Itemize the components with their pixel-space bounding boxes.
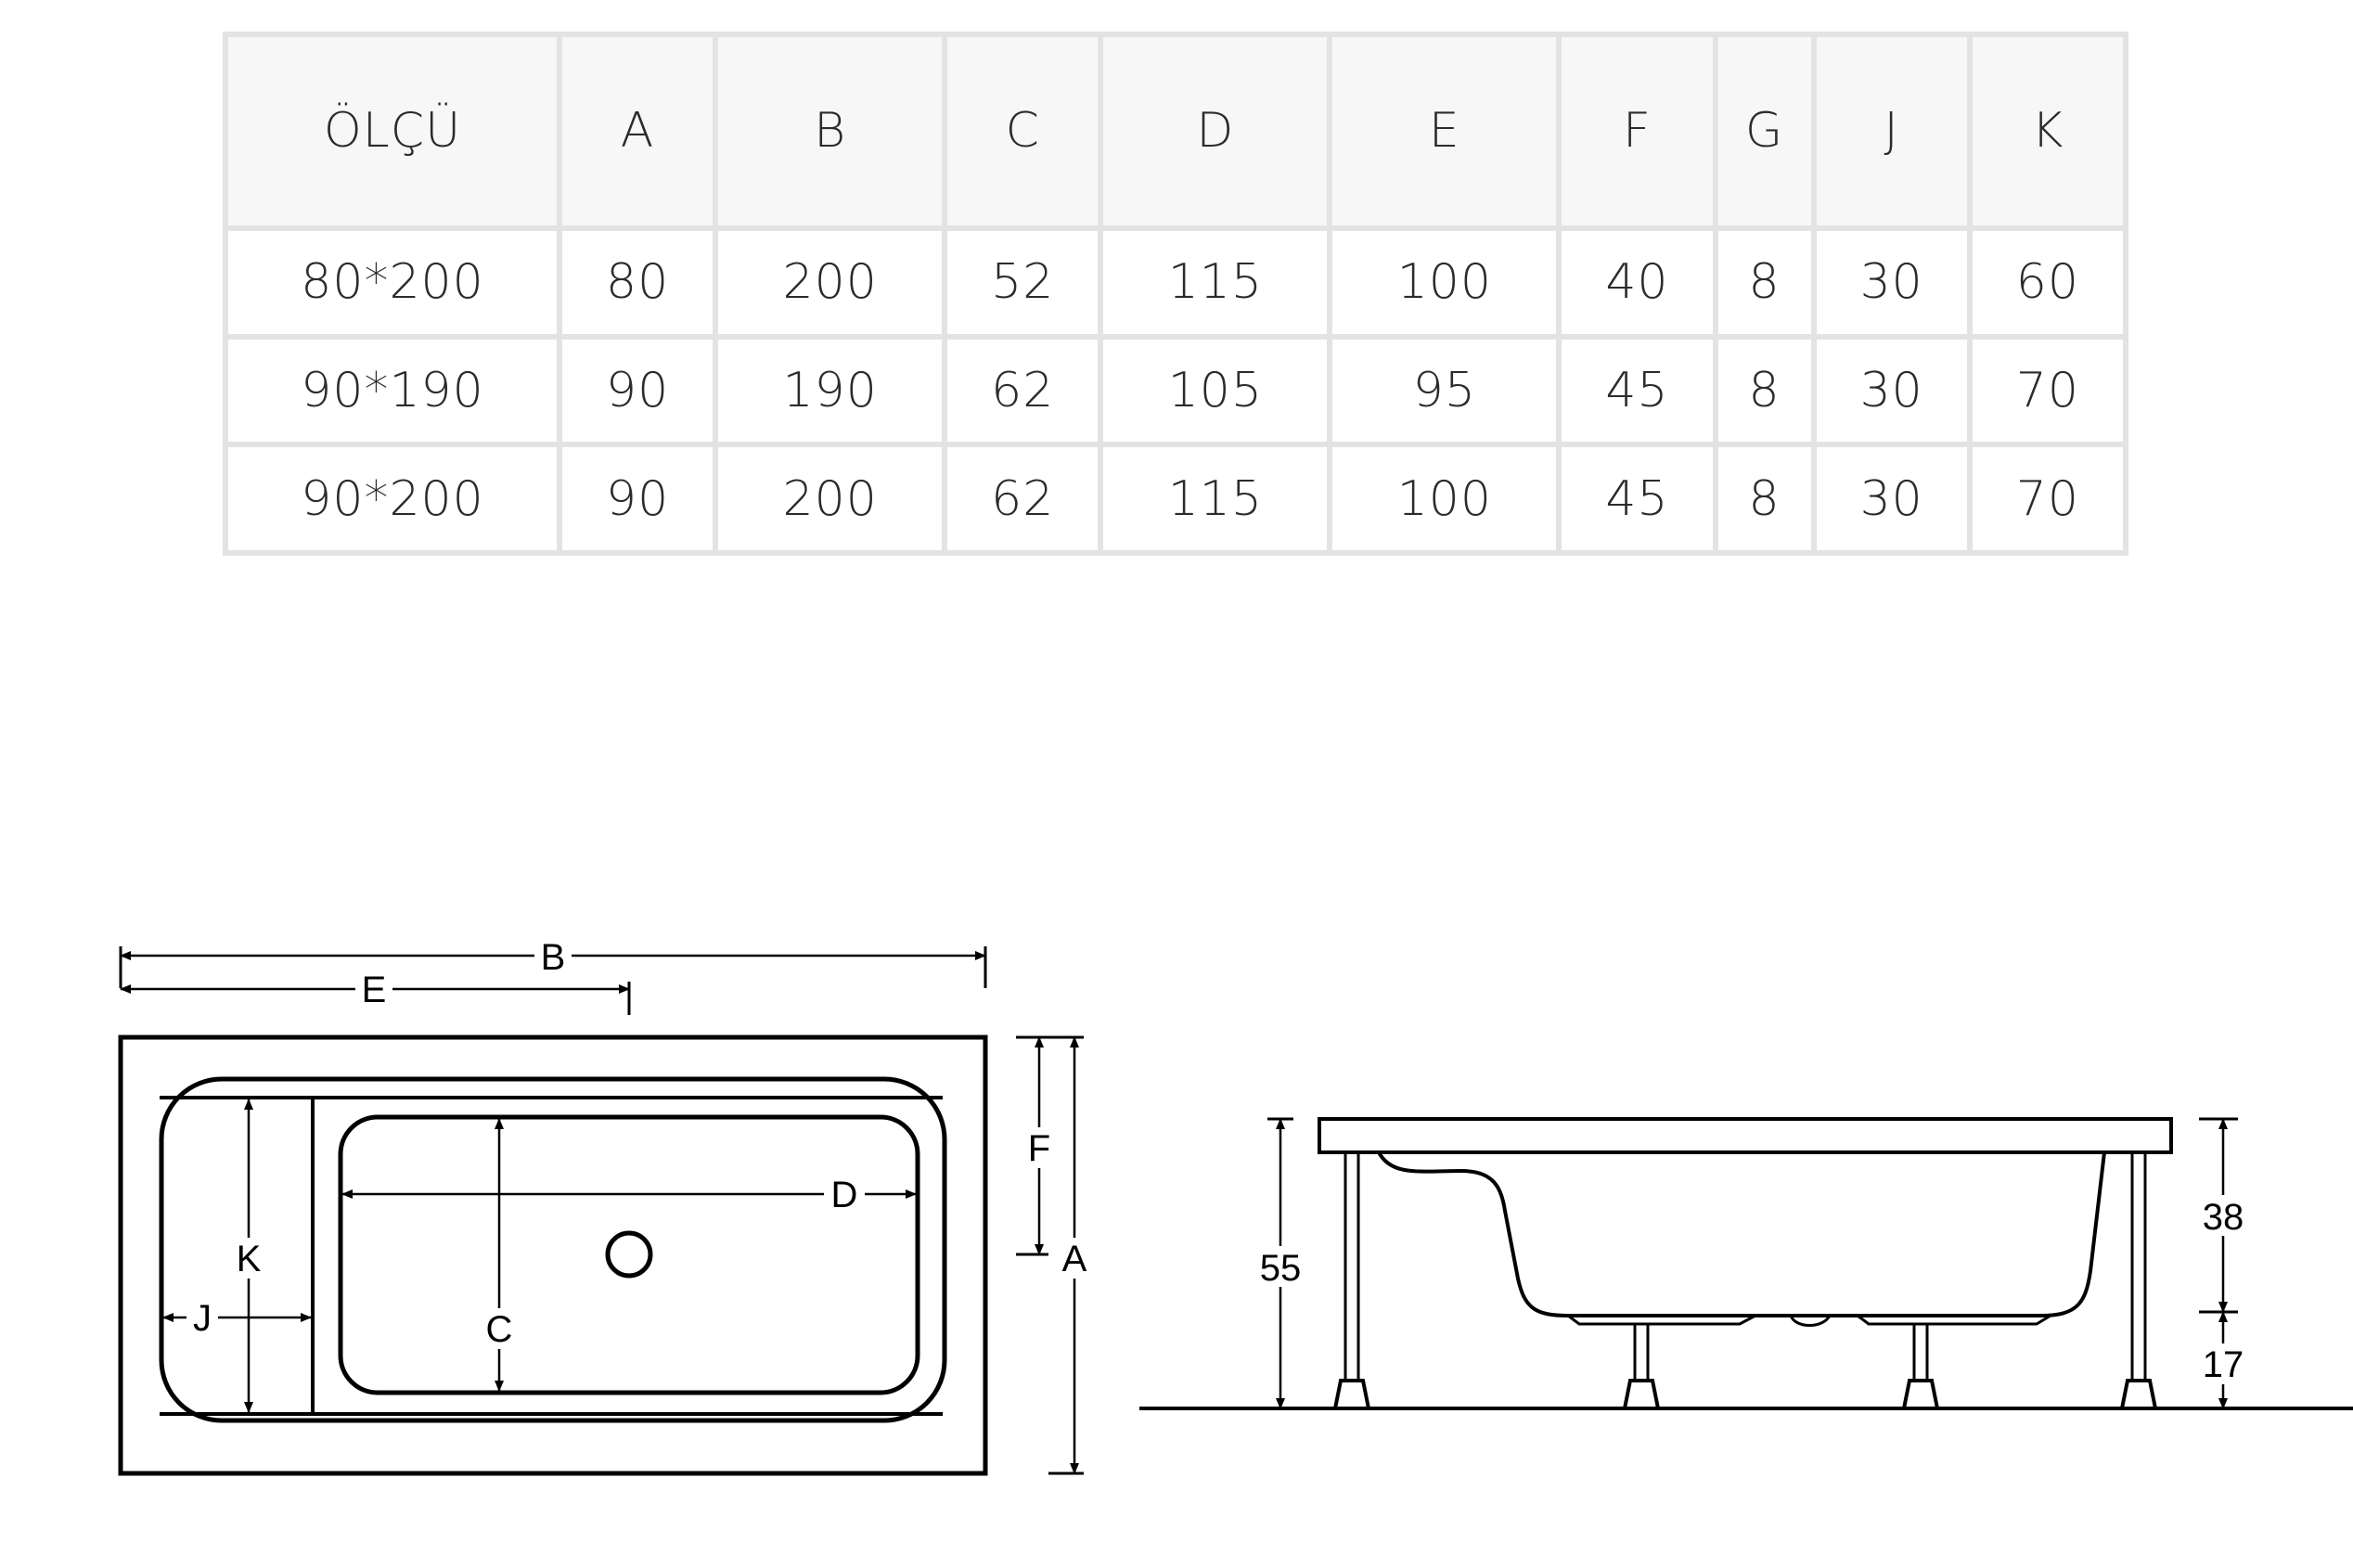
table-cell: 90 [562,447,714,550]
dim-label-d: D [831,1175,858,1215]
dim-label-f: F [1028,1128,1050,1169]
table-cell: 45 [1562,447,1713,550]
header-cell: B [718,37,943,225]
legs-group [1332,1152,2158,1410]
header-cell: D [1103,37,1328,225]
side-view-labels: 55 38 17 [1253,1195,2249,1385]
table-cell: 200 [718,230,943,334]
table-cell: 80*200 [228,230,557,334]
header-cell: F [1562,37,1713,225]
table-cell: 95 [1332,339,1557,443]
header-cell: C [947,37,1099,225]
drain-hole [605,1230,653,1279]
dim-label-b: B [541,937,566,978]
dim-label-k: K [237,1239,262,1279]
table-cell: 30 [1816,447,1967,550]
table-cell: 100 [1332,230,1557,334]
header-cell: K [1972,37,2123,225]
table-cell: 115 [1103,447,1328,550]
table-cell: 62 [947,339,1099,443]
dim-label-55: 55 [1260,1248,1302,1289]
table-cell: 52 [947,230,1099,334]
table-header-row: ÖLÇÜ A B C D E F G J K [228,37,2123,225]
table-cell: 30 [1816,339,1967,443]
table-cell: 30 [1816,230,1967,334]
dim-label-17: 17 [2203,1344,2244,1385]
table-cell: 8 [1717,230,1811,334]
tub-outline [159,1076,947,1423]
table-cell: 100 [1332,447,1557,550]
table-cell: 200 [718,447,943,550]
dim-label-38: 38 [2203,1197,2244,1238]
top-view-drawing [118,946,1084,1476]
dimensions-table: ÖLÇÜ A B C D E F G J K 80*200 80 200 52 … [223,32,2128,556]
table-cell: 90*190 [228,339,557,443]
tub-body-side [1377,1150,2106,1317]
dim-label-e: E [362,970,387,1010]
side-view-drawing [1139,1117,2353,1410]
table-cell: 60 [1972,230,2123,334]
table-cell: 8 [1717,447,1811,550]
basin-outline [338,1114,920,1395]
header-cell: G [1717,37,1811,225]
header-cell: A [562,37,714,225]
tub-bottom-detail [1567,1314,2051,1327]
dim-label-j: J [193,1298,212,1339]
top-view-labels: B E F A D K C J [186,935,1093,1350]
header-cell: ÖLÇÜ [228,37,557,225]
header-cell: E [1332,37,1557,225]
table-cell: 45 [1562,339,1713,443]
table-cell: 40 [1562,230,1713,334]
table-cell: 90 [562,339,714,443]
outer-rim [118,1035,988,1476]
header-cell: J [1816,37,1967,225]
table-cell: 8 [1717,339,1811,443]
table-cell: 190 [718,339,943,443]
table-cell: 105 [1103,339,1328,443]
table-cell: 90*200 [228,447,557,550]
tub-rim-side [1318,1117,2173,1154]
table-row: 90*200 90 200 62 115 100 45 8 30 70 [228,447,2123,550]
dim-label-a: A [1062,1239,1087,1279]
table-row: 80*200 80 200 52 115 100 40 8 30 60 [228,230,2123,334]
table-cell: 70 [1972,339,2123,443]
table-cell: 62 [947,447,1099,550]
table-row: 90*190 90 190 62 105 95 45 8 30 70 [228,339,2123,443]
table-cell: 70 [1972,447,2123,550]
dim-label-c: C [486,1309,513,1350]
table-cell: 115 [1103,230,1328,334]
table-cell: 80 [562,230,714,334]
